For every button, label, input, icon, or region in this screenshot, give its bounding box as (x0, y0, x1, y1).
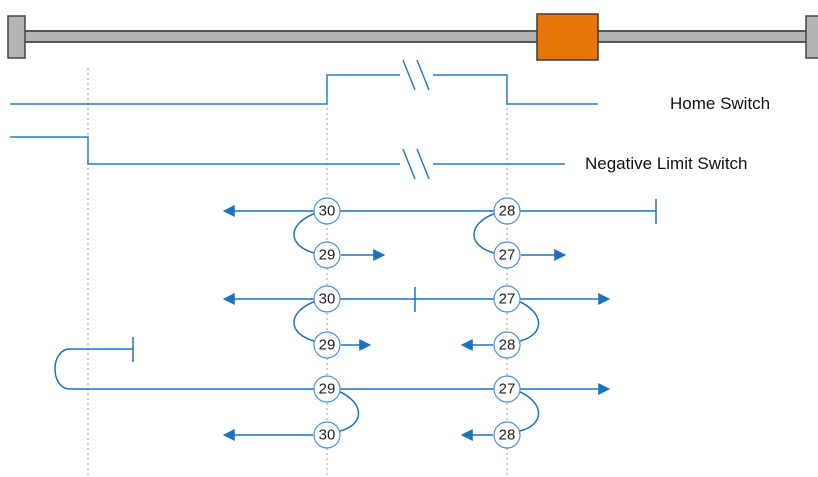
rail-bar (17, 30, 815, 43)
home-switch-label: Home Switch (670, 94, 770, 113)
method-node-circle (313, 331, 341, 359)
guide-lines (87, 68, 508, 477)
left-end-stop (7, 15, 26, 59)
method-node-circle (313, 241, 341, 269)
negative-limit-signal (10, 136, 565, 180)
home-switch-signal (10, 59, 598, 105)
method-node-circle (313, 285, 341, 313)
method-node-circle (493, 421, 521, 449)
method-number: 30 (319, 427, 336, 444)
method-node: 30 (313, 285, 341, 313)
flow-loop-27-to-28b (517, 390, 540, 432)
method-node: 27 (493, 241, 521, 269)
method-node: 28 (493, 331, 521, 359)
home-switch-break-2 (416, 59, 430, 91)
method-nodes: 30 28 29 27 30 27 29 28 (313, 197, 521, 449)
flow-loop-29-to-30 (337, 390, 360, 432)
method-node-circle (493, 241, 521, 269)
flow-loop-30-to-29 (293, 212, 317, 254)
method-number: 27 (499, 247, 516, 264)
method-node-circle (493, 197, 521, 225)
method-node: 29 (313, 241, 341, 269)
negative-limit-break-1 (402, 148, 416, 180)
method-node-circle (313, 197, 341, 225)
method-node-circle (313, 375, 341, 403)
method-number: 29 (319, 381, 336, 398)
right-end-stop (805, 15, 818, 59)
method-node-circle (313, 421, 341, 449)
method-number: 29 (319, 247, 336, 264)
method-number: 30 (319, 291, 336, 308)
method-number: 28 (499, 337, 516, 354)
method-node: 28 (493, 197, 521, 225)
method-node: 29 (313, 331, 341, 359)
flow-loop-28-to-27 (473, 212, 497, 254)
method-number: 28 (499, 427, 516, 444)
flow-row5-return (54, 348, 611, 395)
method-node: 27 (493, 285, 521, 313)
method-node-circle (493, 331, 521, 359)
method-node: 27 (493, 375, 521, 403)
method-node: 30 (313, 197, 341, 225)
method-node-circle (493, 285, 521, 313)
negative-limit-break-2 (416, 148, 430, 180)
method-number: 28 (499, 203, 516, 220)
homing-flows (54, 199, 657, 441)
method-node: 29 (313, 375, 341, 403)
home-switch-trace-cont (433, 74, 598, 105)
home-switch-trace (10, 74, 400, 105)
method-node: 30 (313, 421, 341, 449)
flow-loop-30-to-29b (293, 300, 317, 342)
home-switch-break-1 (402, 59, 416, 91)
flow-loop-27-to-28 (517, 300, 540, 342)
axis-rail (7, 13, 818, 61)
method-number: 27 (499, 291, 516, 308)
method-node-circle (493, 375, 521, 403)
method-number: 29 (319, 337, 336, 354)
carriage (536, 13, 599, 61)
negative-limit-trace (10, 136, 400, 165)
negative-limit-label: Negative Limit Switch (585, 154, 748, 173)
method-number: 27 (499, 381, 516, 398)
method-node: 28 (493, 421, 521, 449)
method-number: 30 (319, 203, 336, 220)
